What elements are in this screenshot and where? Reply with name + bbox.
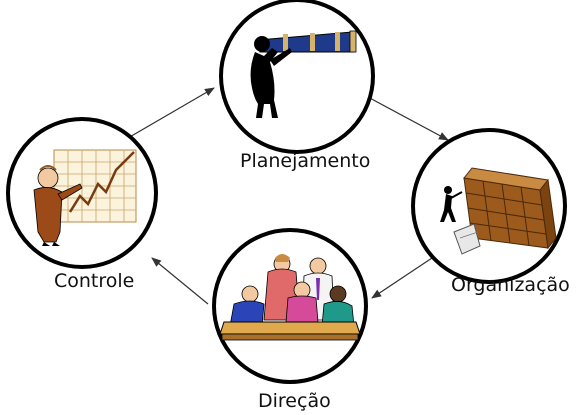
node-organizacao: [411, 128, 567, 284]
label-organizacao: Organização: [451, 274, 570, 296]
arrow-controle-to-planejamento: [127, 87, 215, 139]
node-direcao: [212, 228, 368, 384]
telescope-person-icon: [250, 30, 357, 118]
node-planejamento: [219, 0, 375, 154]
filing-shelf-icon: [440, 167, 557, 255]
label-controle: Controle: [54, 270, 135, 292]
label-planejamento: Planejamento: [240, 150, 371, 172]
meeting-table-icon: [219, 254, 361, 341]
chart-presenter-icon: [33, 149, 137, 246]
label-direcao: Direção: [258, 390, 331, 412]
arrow-planejamento-to-organizacao: [365, 95, 449, 141]
arrow-direcao-to-controle: [151, 257, 209, 305]
arrow-organizacao-to-direcao: [371, 257, 433, 299]
node-controle: [6, 117, 158, 269]
